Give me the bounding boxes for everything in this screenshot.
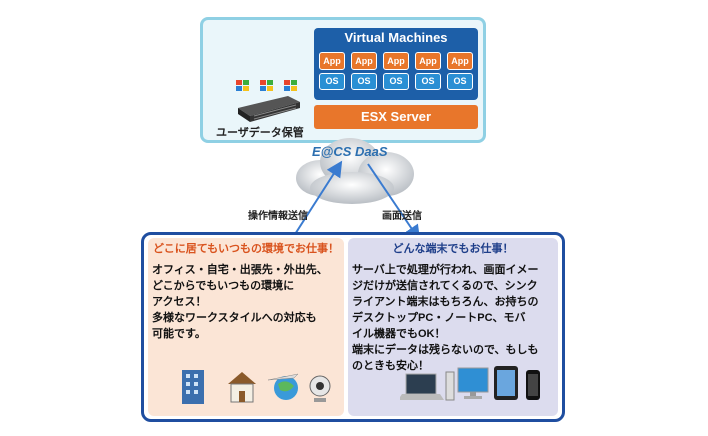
vm-os-label: OS (447, 73, 473, 90)
tablet-icon (494, 366, 518, 400)
vm-os-label: OS (351, 73, 377, 90)
anywhere-line: どこからでもいつもの環境に (152, 280, 295, 292)
vm-app-label: App (319, 52, 345, 70)
house-icon (228, 372, 256, 403)
anywhere-panel-header: どこに居てもいつもの環境でお仕事！ (153, 243, 339, 255)
esx-server-bar: ESX Server (314, 105, 478, 129)
laptop-icon (400, 373, 444, 400)
anywhere-line: 多様なワークスタイルへの対応も (152, 312, 317, 324)
smartphone-icon (526, 370, 540, 400)
download-arrow (367, 163, 421, 242)
vm-os-label: OS (319, 73, 345, 90)
vm-2: App OS (351, 52, 377, 94)
windows-flag-icon (284, 80, 297, 91)
office-building-icon (182, 370, 204, 404)
windows-flag-icon (236, 80, 249, 91)
any-device-line: ライアント端末はもちろん、お持ちの (352, 296, 539, 308)
upload-arrow (289, 160, 343, 243)
location-icons (182, 370, 331, 404)
airplane-globe-icon (267, 373, 299, 400)
vm-app-label: App (351, 52, 377, 70)
webcam-icon (309, 375, 331, 402)
vm-os-label: OS (415, 73, 441, 90)
vm-app-label: App (447, 52, 473, 70)
anywhere-line: オフィス・自宅・出張先・外出先、 (152, 264, 328, 276)
user-data-storage-label: ユーザデータ保管 (216, 127, 304, 139)
anywhere-line: アクセス！ (152, 296, 207, 308)
vm-app-label: App (415, 52, 441, 70)
any-device-line: のときも安心！ (352, 360, 429, 372)
any-device-line: ジだけが送信されてくるので、シンク (352, 280, 538, 292)
any-device-line: サーバ上で処理が行われ、画面イメー (352, 264, 539, 276)
vm-4: App OS (415, 52, 441, 94)
device-icons (400, 366, 540, 401)
desktop-pc-icon (457, 367, 489, 399)
user-data-storage-graphic (236, 80, 300, 122)
vm-os-label: OS (383, 73, 409, 90)
vm-5: App OS (447, 52, 473, 94)
any-device-line: 端末にデータは残らないので、もしも (352, 344, 539, 356)
thin-client-icon (445, 371, 455, 401)
any-device-line: イル機器でもOK！ (352, 328, 446, 340)
any-device-panel-header: どんな端末でもお仕事！ (392, 243, 514, 255)
vm-app-label: App (383, 52, 409, 70)
operation-info-label: 操作情報送信 (248, 211, 308, 222)
cloud-label: E@CS DaaS (312, 144, 388, 159)
anywhere-line: 可能です。 (152, 328, 206, 340)
server-rack-icon (238, 96, 300, 122)
any-device-line: デスクトップPC・ノートPC、モバ (352, 312, 526, 324)
screen-transmission-label: 画面送信 (382, 211, 422, 222)
vm-1: App OS (319, 52, 345, 94)
virtual-machines-title: Virtual Machines (344, 30, 448, 45)
windows-flag-icon (260, 80, 273, 91)
vm-3: App OS (383, 52, 409, 94)
